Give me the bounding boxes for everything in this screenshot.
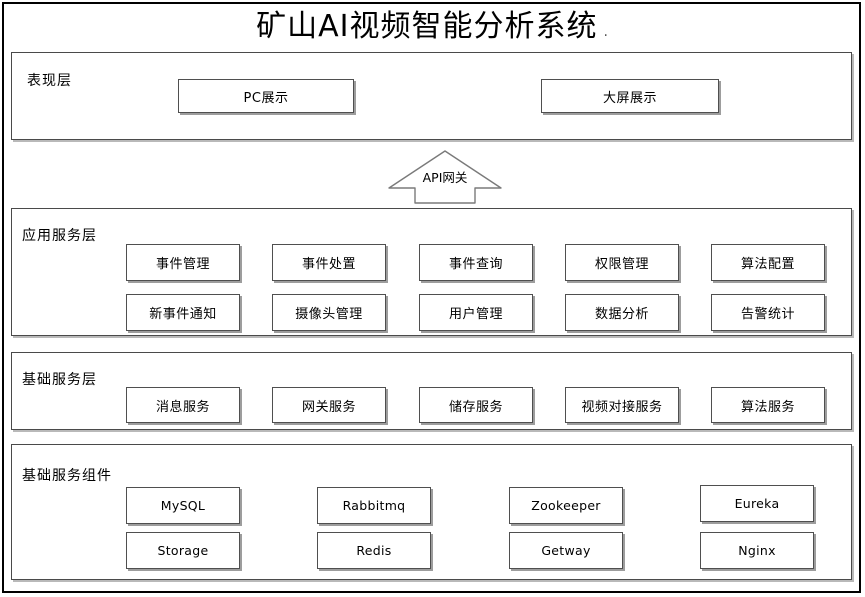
layer-basic-service-label: 基础服务层: [22, 372, 97, 388]
node-message-service[interactable]: 消息服务: [126, 387, 240, 423]
node-storage-service[interactable]: 储存服务: [419, 387, 533, 423]
node-eureka[interactable]: Eureka: [700, 485, 814, 522]
layer-presentation-label: 表现层: [27, 73, 72, 89]
node-user-management[interactable]: 用户管理: [419, 294, 533, 331]
node-storage[interactable]: Storage: [126, 532, 240, 569]
node-algorithm-service[interactable]: 算法服务: [711, 387, 825, 423]
page-title-text: 矿山AI视频智能分析系统: [256, 9, 598, 44]
page-title-trailing-mark: .: [603, 24, 609, 40]
node-event-handling[interactable]: 事件处置: [272, 244, 386, 281]
node-camera-management[interactable]: 摄像头管理: [272, 294, 386, 331]
node-permission-management[interactable]: 权限管理: [565, 244, 679, 281]
node-new-event-notification[interactable]: 新事件通知: [126, 294, 240, 331]
node-event-query[interactable]: 事件查询: [419, 244, 533, 281]
node-pc-display[interactable]: PC展示: [178, 79, 354, 113]
node-getway[interactable]: Getway: [509, 532, 623, 569]
layer-application-service-label: 应用服务层: [22, 228, 97, 244]
node-event-management[interactable]: 事件管理: [126, 244, 240, 281]
node-redis[interactable]: Redis: [317, 532, 431, 569]
node-mysql[interactable]: MySQL: [126, 487, 240, 524]
node-rabbitmq[interactable]: Rabbitmq: [317, 487, 431, 524]
node-data-analysis[interactable]: 数据分析: [565, 294, 679, 331]
node-zookeeper[interactable]: Zookeeper: [509, 487, 623, 524]
node-gateway-service[interactable]: 网关服务: [272, 387, 386, 423]
layer-presentation: [11, 52, 852, 140]
layer-basic-service-components-label: 基础服务组件: [22, 468, 112, 484]
node-nginx[interactable]: Nginx: [700, 532, 814, 569]
node-video-integration-service[interactable]: 视频对接服务: [565, 387, 679, 423]
page-title: 矿山AI视频智能分析系统.: [0, 8, 865, 51]
node-large-screen-display[interactable]: 大屏展示: [541, 79, 719, 113]
node-algorithm-configuration[interactable]: 算法配置: [711, 244, 825, 281]
api-gateway-up-arrow-icon: [386, 148, 504, 206]
node-alarm-statistics[interactable]: 告警统计: [711, 294, 825, 331]
